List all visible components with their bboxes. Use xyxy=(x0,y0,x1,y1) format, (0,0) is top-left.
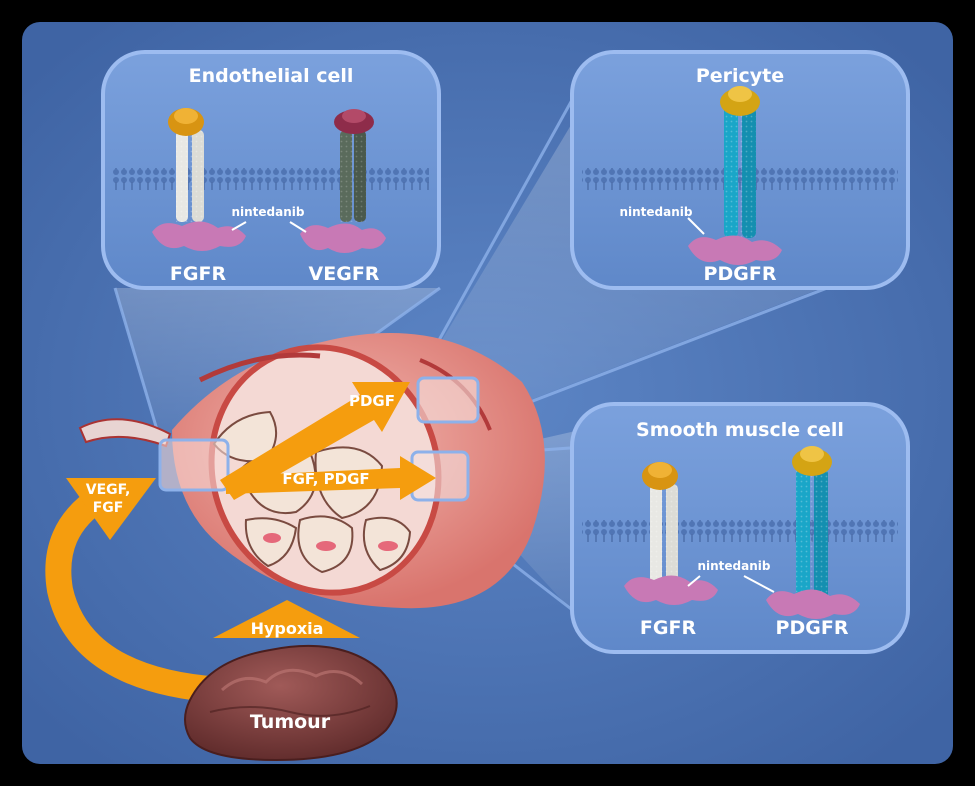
smooth-muscle-fgfr-label: FGFR xyxy=(640,617,697,639)
pdgfr-receptor-smooth-muscle xyxy=(766,446,860,619)
smooth-muscle-pdgfr-label: PDGFR xyxy=(776,617,849,639)
pericyte-title: Pericyte xyxy=(696,65,784,87)
kinase-domain xyxy=(152,221,246,251)
kinase-domain xyxy=(624,575,718,605)
hypoxia-label: Hypoxia xyxy=(251,619,324,638)
kinase-domain xyxy=(688,235,782,265)
pericyte-box xyxy=(416,376,480,424)
arrow-pdgf xyxy=(220,382,410,500)
vegfr-receptor xyxy=(300,109,386,253)
arrow-fgf-pdgf xyxy=(226,456,436,500)
pericyte-pdgfr-label: PDGFR xyxy=(704,263,777,285)
arrow-hypoxia xyxy=(213,600,360,638)
panel-smooth-muscle xyxy=(570,402,910,654)
smooth-muscle-title: Smooth muscle cell xyxy=(636,419,844,441)
smooth-muscle-nintedanib-label: nintedanib xyxy=(697,559,770,573)
endothelial-fgfr-label: FGFR xyxy=(170,263,227,285)
arrow-vegf-fgf xyxy=(45,478,221,703)
vegf-arrow-label-line2: FGF xyxy=(93,500,124,516)
tumour xyxy=(184,644,398,762)
fgfr-receptor-smooth-muscle xyxy=(624,462,718,605)
panel-endothelial xyxy=(101,50,441,290)
pericyte-nintedanib-label: nintedanib xyxy=(619,205,692,219)
endothelial-vegfr-label: VEGFR xyxy=(309,263,380,285)
tumour-label: Tumour xyxy=(250,711,331,733)
panel-pericyte xyxy=(570,50,910,290)
pdgf-arrow-label: PDGF xyxy=(349,392,395,410)
fgfr-receptor-endothelial xyxy=(152,108,246,251)
fgf-pdgf-arrow-label: FGF, PDGF xyxy=(282,470,369,488)
pdgfr-receptor-pericyte xyxy=(688,86,782,265)
kinase-domain xyxy=(766,589,860,619)
kinase-domain xyxy=(300,223,386,253)
cell-membrane xyxy=(582,520,898,542)
endothelial-nintedanib-label: nintedanib xyxy=(231,205,304,219)
cell-membrane xyxy=(113,168,429,190)
endothelial-title: Endothelial cell xyxy=(189,65,354,87)
endothelial-cell-box xyxy=(158,438,230,492)
vegf-arrow-label-line1: VEGF, xyxy=(86,482,131,498)
